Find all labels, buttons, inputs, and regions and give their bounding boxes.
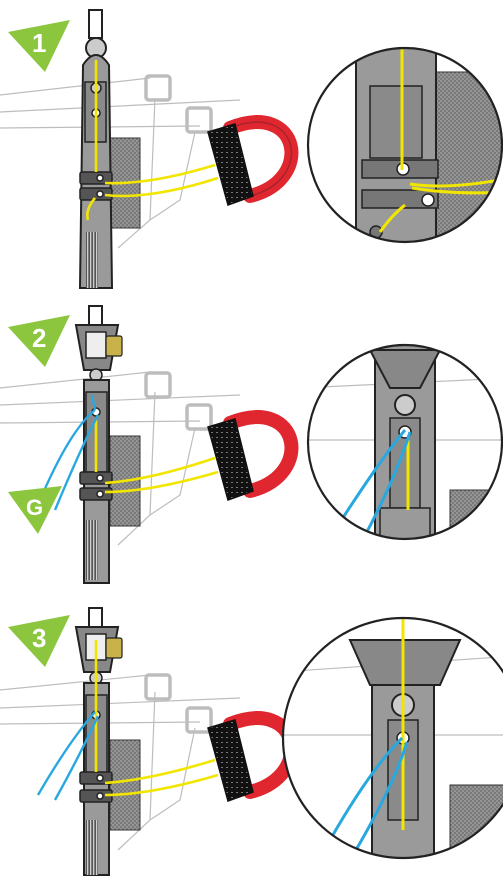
strap-loop-icon [207,410,299,501]
yellow-rope [94,640,219,797]
step-2-g-label: G [26,495,43,520]
padlock-icon [105,335,123,357]
overhead-wires [0,674,241,851]
magnifier-circle-icon [306,343,503,541]
step-1-panel: 1 [0,9,503,289]
step-badge-icon: G [8,486,62,534]
step-1-label: 1 [32,28,46,58]
blue-line [38,394,100,511]
magnifier-circle-icon [281,616,503,860]
step-badge-icon: 1 [8,20,70,72]
insulator-bracket-icon [185,403,213,431]
magnifier-circle-icon [306,46,503,244]
step-3-label: 3 [32,623,46,653]
clamp-pair [79,771,113,803]
strap-loop-icon [207,115,299,206]
insulator-bracket-icon [185,106,213,134]
insulator-bracket-icon [185,706,213,734]
padlock-icon [105,637,123,659]
insulator-bracket-icon [144,74,172,102]
overhead-wires [0,371,241,546]
step-badge-icon: 2 [8,315,70,367]
clamp-pair [79,171,113,201]
tape-panel [109,739,141,831]
yellow-rope [86,60,219,221]
yellow-rope [94,420,219,494]
step-3-panel: 3 [0,607,503,876]
insulator-bracket-icon [144,673,172,701]
strap-loop-icon [207,711,299,802]
clamp-pair [79,471,113,501]
step-badge-icon: 3 [8,615,70,667]
blue-line [36,711,100,801]
step-2-panel: 2 G [0,305,503,584]
step-2-label: 2 [32,323,46,353]
insulator-bracket-icon [144,371,172,399]
